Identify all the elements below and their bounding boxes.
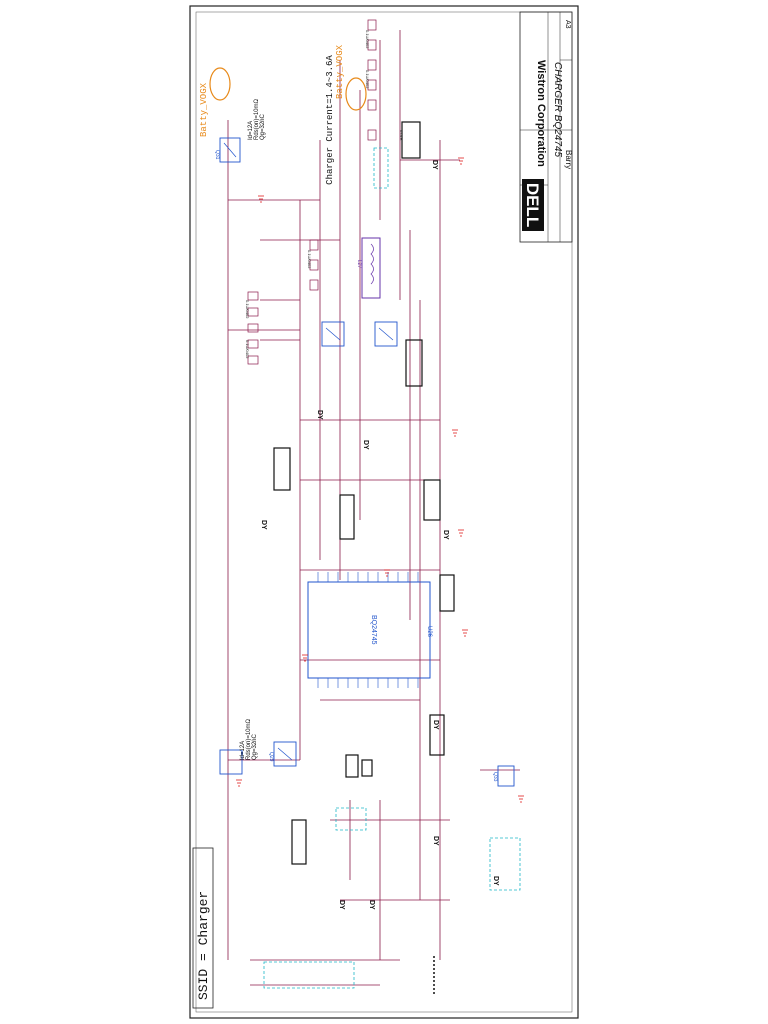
dy-2: DY (260, 520, 267, 530)
sheet-label-box (192, 847, 214, 1009)
mosfet-left: Q29 (219, 741, 297, 775)
battery-note-top: Batty_VOGX (199, 82, 209, 137)
cap-val-4: 0.1U/0402 (365, 70, 370, 89)
mosfet-mid-ref: Q29 (268, 752, 274, 762)
spec-mid-line2: Rds(on)=10mΩ (246, 718, 252, 760)
capacitor-array (247, 19, 377, 365)
mosfet-pair (321, 321, 398, 347)
dy-4: DY (362, 440, 369, 450)
dy-1: DY (431, 160, 438, 170)
spec-top-line1: Id=12A (248, 121, 254, 140)
spec-top-line2: Rds(on)=10mΩ (254, 98, 260, 140)
logo-text: DELL (523, 183, 542, 227)
dy-9: DY (338, 900, 345, 910)
inductor-ref: L27 (356, 260, 362, 269)
dy-6: DY (432, 720, 439, 730)
drawing-title: CHARGER BQ24745 (552, 62, 563, 157)
project-name: Barry (564, 150, 573, 169)
mosfet-top-ref: Q31 (214, 150, 220, 160)
spec-mid-line3: Qg=32nC (252, 733, 258, 760)
cap-val-5: 0.1U/0402 (307, 250, 312, 269)
ground-symbols (236, 157, 524, 803)
mosfet-bottom-ref: Q33 (492, 772, 498, 782)
cap-val-1: 0.1U/0402 (245, 300, 250, 319)
ic-ref: U26 (426, 626, 432, 638)
spec-mid-line1: Id=12A (240, 741, 246, 760)
dy-5: DY (442, 530, 449, 540)
sheet-size: A3 (564, 20, 571, 29)
dy-7: DY (432, 836, 439, 846)
company-name: Wistron Corporation (535, 60, 547, 167)
dy-3: DY (316, 410, 323, 420)
battery-note-mid: Batty_VOGX (335, 44, 345, 99)
dy-boxes (263, 147, 521, 989)
sense-res-val: 0.01R (399, 130, 404, 141)
inner-frame (195, 11, 573, 1013)
mosfet-top: Q31 (214, 137, 241, 163)
dy-markers: DY DY DY DY DY DY DY DY DY DY (260, 160, 499, 910)
mosfet-bottom: Q33 (492, 765, 515, 787)
title-block: DELL Wistron Corporation CHARGER BQ24745… (519, 11, 573, 243)
battery-highlight-mid (345, 77, 367, 111)
sheet-label: SSID = Charger (196, 891, 211, 1000)
dell-logo: DELL (522, 179, 544, 231)
main-ic: U26 BQ24745 (307, 572, 432, 688)
component-values: 0.1U/0402 0.1U/0402 0.1U/0402 0.1U/0402 … (245, 30, 404, 359)
charger-current-note: Charger Current=1.4~3.6A (325, 55, 335, 185)
dy-8: DY (492, 876, 499, 886)
page-frame (189, 5, 579, 1019)
inductor: L27 (356, 237, 381, 299)
ic-part: BQ24745 (370, 615, 377, 645)
dy-10: DY (368, 900, 375, 910)
battery-highlight-top (209, 67, 231, 101)
black-boxes (273, 121, 455, 865)
spec-top-line3: Qg=32nC (260, 113, 266, 140)
cap-val-3: 0.1U/0402 (365, 30, 370, 49)
wires (227, 30, 520, 986)
cap-val-2: 0.1U/0402 (245, 340, 250, 359)
